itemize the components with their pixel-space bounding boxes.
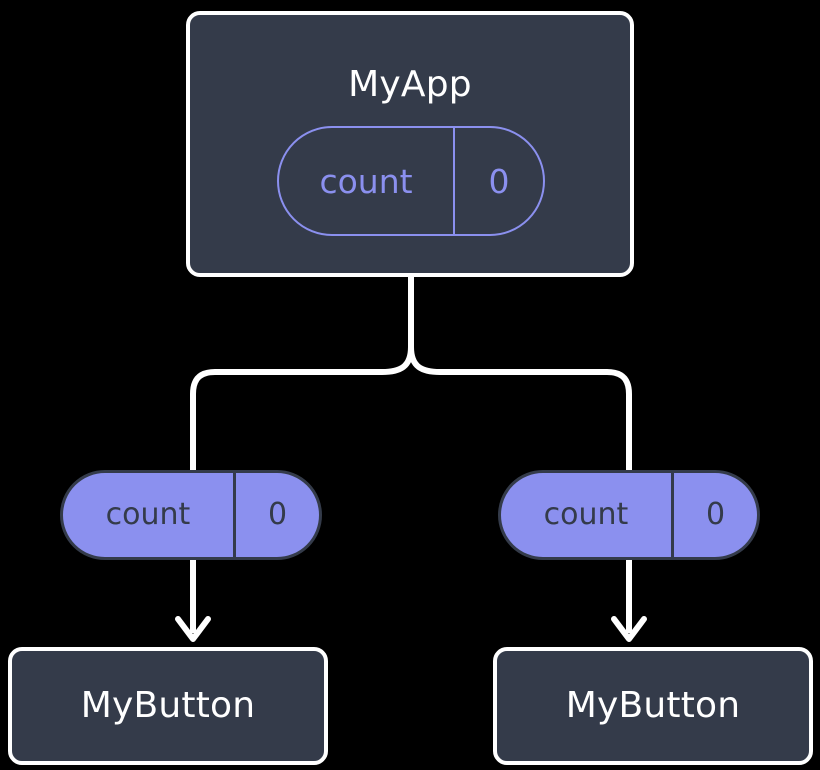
component-label-mybutton-right: MyButton xyxy=(565,685,741,726)
state-pill-root-value: 0 xyxy=(453,128,543,234)
edge-branch-left xyxy=(190,344,414,473)
prop-pill-left-value: 0 xyxy=(232,473,319,557)
prop-pill-right-name: count xyxy=(543,497,629,532)
prop-pill-right-value: 0 xyxy=(670,473,757,557)
component-label-myapp: MyApp xyxy=(348,64,472,105)
edge-branch-right xyxy=(408,344,632,473)
edge-arrow-right-head xyxy=(611,616,647,642)
prop-pill-right[interactable]: count 0 xyxy=(498,470,760,560)
component-node-mybutton-right[interactable]: MyButton xyxy=(493,647,813,765)
prop-pill-left-name: count xyxy=(105,497,191,532)
edge-arrow-left-head xyxy=(175,616,211,642)
state-pill-root[interactable]: count 0 xyxy=(277,126,545,236)
prop-pill-left[interactable]: count 0 xyxy=(60,470,322,560)
component-node-mybutton-left[interactable]: MyButton xyxy=(8,647,328,765)
state-pill-root-name: count xyxy=(319,161,413,201)
component-label-mybutton-left: MyButton xyxy=(80,685,256,726)
